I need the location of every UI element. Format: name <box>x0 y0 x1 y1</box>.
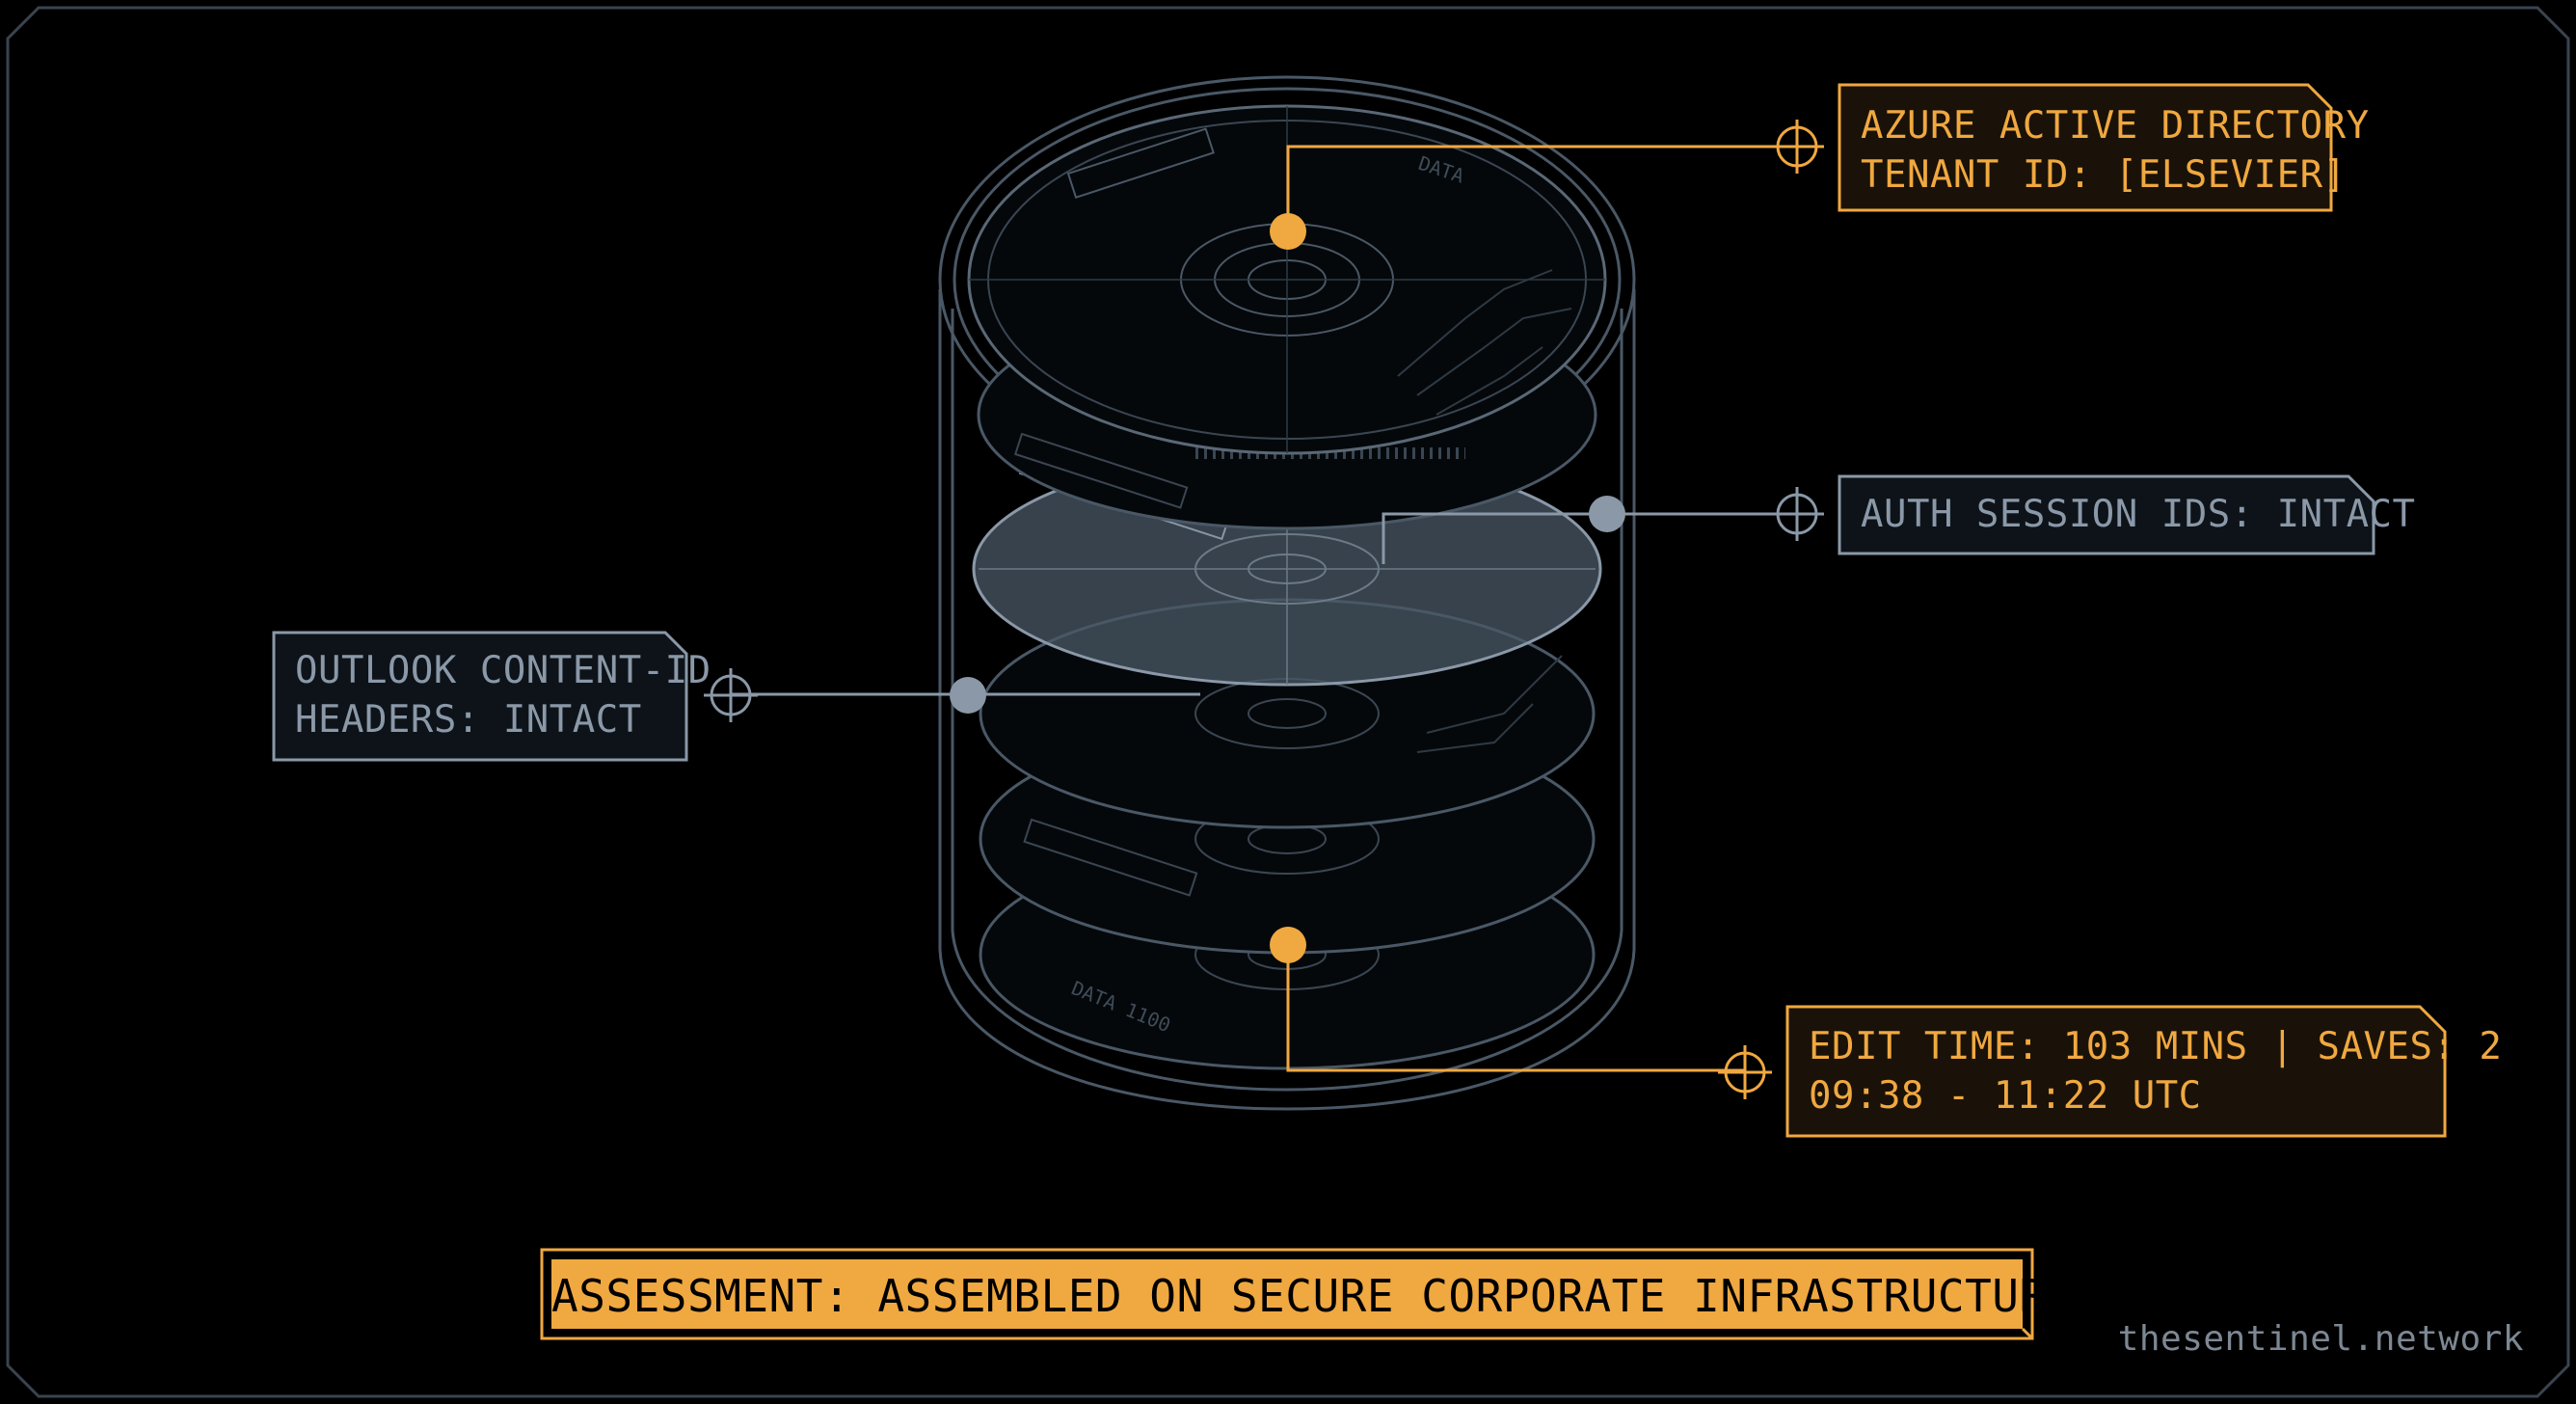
callout-line: AUTH SESSION IDS: INTACT <box>1861 490 2362 539</box>
callout-line: 09:38 - 11:22 UTC <box>1809 1071 2439 1120</box>
callout-edit-time: EDIT TIME: 103 MINS | SAVES: 2 09:38 - 1… <box>1793 1009 2439 1134</box>
callout-line: AZURE ACTIVE DIRECTORY <box>1861 101 2321 150</box>
callout-line: HEADERS: INTACT <box>295 695 683 744</box>
crosshair-icon <box>1770 120 1824 174</box>
crosshair-icon <box>704 668 758 722</box>
watermark: thesentinel.network <box>2118 1319 2524 1359</box>
anchor-dot-edit <box>1270 927 1306 963</box>
anchor-dot-azure <box>1270 213 1306 250</box>
callout-line: TENANT ID: [ELSEVIER] <box>1861 150 2321 200</box>
crosshair-icon <box>1770 487 1824 541</box>
anchor-dot-auth <box>1589 496 1625 532</box>
crosshair-icon <box>1718 1045 1772 1099</box>
callout-outlook-headers: OUTLOOK CONTENT-ID HEADERS: INTACT <box>278 636 683 754</box>
callout-line: EDIT TIME: 103 MINS | SAVES: 2 <box>1809 1022 2439 1071</box>
callout-auth-session: AUTH SESSION IDS: INTACT <box>1849 482 2362 550</box>
callout-line: OUTLOOK CONTENT-ID <box>295 646 683 695</box>
callout-azure-tenant: AZURE ACTIVE DIRECTORY TENANT ID: [ELSEV… <box>1849 92 2321 209</box>
anchor-dot-outlook <box>950 677 986 714</box>
assessment-banner: ASSESSMENT: ASSEMBLED ON SECURE CORPORAT… <box>551 1260 2026 1332</box>
